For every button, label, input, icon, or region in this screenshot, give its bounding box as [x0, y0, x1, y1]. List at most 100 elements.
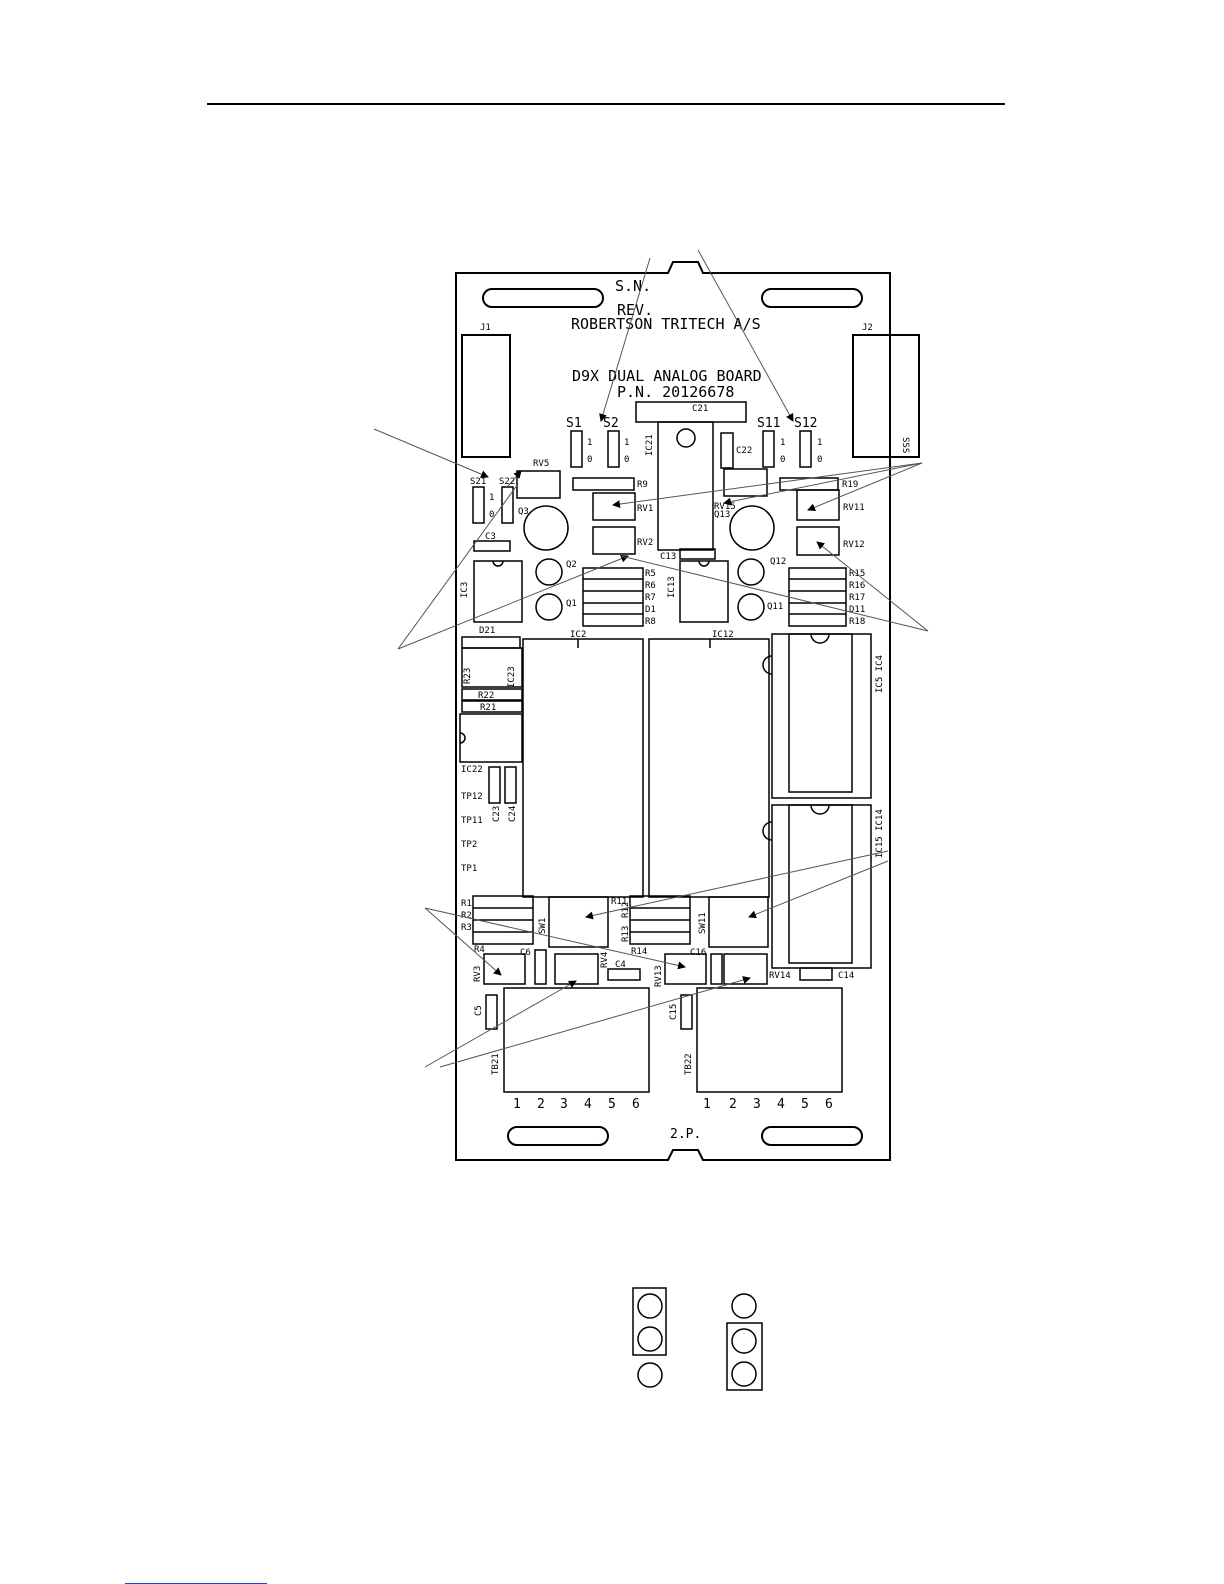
r5-label: R5	[645, 569, 656, 579]
switch-s21	[472, 486, 485, 524]
switch-s12	[799, 430, 812, 468]
ic23-label: IC23	[507, 666, 517, 688]
r12-label: R12	[621, 902, 631, 918]
callout-lines	[373, 249, 929, 1068]
c14-label: C14	[838, 971, 854, 981]
rv13-label: RV13	[654, 965, 664, 987]
s21-pos-one: 1	[489, 493, 494, 503]
q12-label: Q12	[770, 557, 786, 567]
r3-label: R3	[461, 923, 472, 933]
sw1-label: SW1	[538, 918, 548, 934]
terminal-block-tb22	[696, 987, 843, 1093]
q2-label: Q2	[566, 560, 577, 570]
jumper-a-shunt	[632, 1287, 667, 1356]
q1-label: Q1	[566, 599, 577, 609]
j2-connector	[852, 334, 920, 458]
ic21-label: IC21	[645, 434, 655, 456]
j2-pin-label: SSS	[900, 437, 910, 453]
s12-pos-one: 1	[817, 438, 822, 448]
s21-pos-zero: 0	[489, 510, 494, 520]
resistor-array-right	[788, 567, 847, 627]
c4-label: C4	[615, 960, 626, 970]
r17-label: R17	[849, 593, 865, 603]
s2-pos-one: 1	[624, 438, 629, 448]
resistor-r21	[461, 700, 523, 713]
r19-label: R19	[842, 480, 858, 490]
resistor-r19	[779, 477, 839, 491]
ic5-ic4-label: IC5 IC4	[875, 655, 885, 693]
sw11-label: SW11	[698, 912, 708, 934]
bottom-label: 2.P.	[670, 1127, 701, 1142]
tb22-pin-4: 4	[777, 1097, 785, 1112]
tp12-label: TP12	[461, 792, 483, 802]
ic22-chip	[459, 713, 523, 763]
ic3-chip	[473, 560, 523, 623]
pot-rv14	[723, 953, 768, 985]
rev-label: REV.	[617, 301, 653, 319]
tb21-pin-4: 4	[584, 1097, 592, 1112]
j1-connector	[461, 334, 511, 458]
s12-pos-zero: 0	[817, 455, 822, 465]
terminal-block-tb21	[503, 987, 650, 1093]
tb22-pin-2: 2	[729, 1097, 737, 1112]
s2-pos-zero: 0	[624, 455, 629, 465]
tp11-label: TP11	[461, 816, 483, 826]
tb22-pin-5: 5	[801, 1097, 809, 1112]
r9-label: R9	[637, 480, 648, 490]
c23-label: C23	[492, 806, 502, 822]
ic14-notch	[810, 804, 830, 815]
s11-pos-zero: 0	[780, 455, 785, 465]
ic12-chip	[648, 638, 770, 898]
tb21-pin-3: 3	[560, 1097, 568, 1112]
ic13-label: IC13	[667, 576, 677, 598]
q13-label: Q13	[714, 510, 730, 520]
c6-label: C6	[520, 948, 531, 958]
ic3-label: IC3	[460, 582, 470, 598]
rv2-label: RV2	[637, 538, 653, 548]
tb21-pin-5: 5	[608, 1097, 616, 1112]
r16-label: R16	[849, 581, 865, 591]
c4-capacitor	[607, 968, 641, 981]
tb22-pin-3: 3	[753, 1097, 761, 1112]
r23-label: R23	[463, 668, 473, 684]
transistor-q1	[535, 593, 563, 621]
ic12-label: IC12	[712, 630, 734, 640]
pot-rv3	[483, 953, 526, 985]
d1-label: D1	[645, 605, 656, 615]
company-label: ROBERTSON TRITECH A/S	[571, 315, 761, 333]
tb22-pin-6: 6	[825, 1097, 833, 1112]
c15-capacitor	[680, 994, 693, 1030]
tb21-pin-2: 2	[537, 1097, 545, 1112]
r18-label: R18	[849, 617, 865, 627]
ic21-mount-hole	[676, 428, 696, 448]
c5-capacitor	[485, 994, 498, 1030]
s1-pos-zero: 0	[587, 455, 592, 465]
transistor-q12	[737, 558, 765, 586]
r14-label: R14	[631, 947, 647, 957]
s1-pos-one: 1	[587, 438, 592, 448]
switch-s22	[501, 486, 514, 524]
rv15-label: RV15	[714, 502, 736, 512]
c23-capacitor	[488, 766, 501, 804]
switch-sw11	[708, 896, 769, 948]
tb21-pin-6: 6	[632, 1097, 640, 1112]
s11-pos-one: 1	[780, 438, 785, 448]
rv11-label: RV11	[843, 503, 865, 513]
ic3-notch	[492, 560, 504, 567]
pot-rv11	[796, 489, 840, 521]
d11-label: D11	[849, 605, 865, 615]
part-number-label: P.N. 20126678	[617, 383, 734, 401]
jumper-legend	[632, 1287, 763, 1391]
tp1-label: TP1	[461, 864, 477, 874]
r8-label: R8	[645, 617, 656, 627]
c22-capacitor	[720, 432, 734, 469]
j2-label: J2	[862, 323, 873, 333]
tb22-pin-1: 1	[703, 1097, 711, 1112]
pot-rv15	[723, 468, 768, 497]
c21-capacitor	[635, 401, 747, 423]
r7-label: R7	[645, 593, 656, 603]
c14-capacitor	[799, 967, 833, 981]
ic23-chip	[461, 647, 523, 688]
ic5-ic4-chip	[788, 633, 853, 793]
